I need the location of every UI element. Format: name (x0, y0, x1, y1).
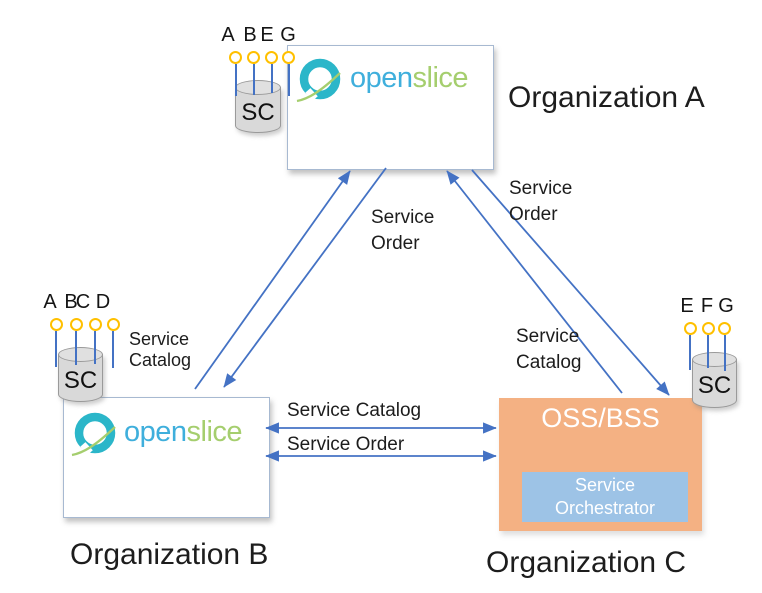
label-line: Service (371, 207, 435, 228)
ossbss-title: OSS/BSS (541, 403, 660, 433)
openslice-logo-text: openslice (350, 62, 469, 95)
org-a-name: Organization A (508, 81, 705, 114)
org-c-ossbss-box: OSS/BSS Service Orchestrator (499, 398, 702, 531)
sc-label: SC (697, 372, 732, 399)
label-bc-service-order: Service Order (287, 434, 405, 455)
sc-label: SC (241, 98, 275, 126)
org-b-name: Organization B (70, 538, 269, 571)
org-c-name: Organization C (486, 546, 687, 579)
label-line: Service (509, 178, 573, 199)
label-line: Order (509, 204, 558, 225)
label-b-service-catalog: Service Catalog (129, 329, 191, 371)
orchestrator-line2: Orchestrator (554, 498, 656, 518)
label-ac-service-order: Service Order (509, 176, 572, 228)
logo-slice: slice (412, 62, 469, 94)
logo-open: open (350, 62, 413, 94)
ring-circle (74, 412, 116, 454)
arrow-a-to-c-service-catalog (471, 169, 670, 396)
orchestrator-line1: Service (574, 475, 636, 495)
sc-label: SC (63, 366, 98, 394)
label-line: Catalog (516, 352, 582, 373)
logo-slice: slice (186, 416, 243, 448)
leaf-swoosh-icon (71, 426, 116, 457)
label-line: Catalog (129, 350, 192, 370)
org-a-service-catalog-cylinder: SC (235, 80, 281, 133)
ring-circle (299, 58, 341, 100)
arrow-c-to-a-service-order (446, 170, 623, 394)
label-ac-service-catalog: Service Catalog (516, 324, 582, 376)
openslice-ring-icon (296, 58, 341, 103)
arrow-b-to-a-service-order (194, 170, 351, 390)
label-line: Service (129, 329, 190, 349)
openslice-logo-text: openslice (124, 416, 243, 449)
label-bc-service-catalog: Service Catalog (287, 400, 422, 421)
logo-open: open (124, 416, 187, 448)
leaf-swoosh-icon (296, 72, 341, 103)
label-line: Service (516, 326, 580, 347)
service-orchestrator-box: Service Orchestrator (522, 472, 688, 522)
org-b-openslice-box: openslice (63, 397, 270, 518)
cylinder-body: SC (692, 359, 737, 408)
cylinder-top (58, 347, 103, 362)
label-ab-service-order: Service Order (371, 205, 434, 257)
openslice-ring-icon (71, 412, 116, 457)
org-a-openslice-box: openslice (287, 45, 494, 170)
label-line: Order (371, 233, 420, 254)
arrow-a-to-b-service-order (223, 167, 387, 388)
